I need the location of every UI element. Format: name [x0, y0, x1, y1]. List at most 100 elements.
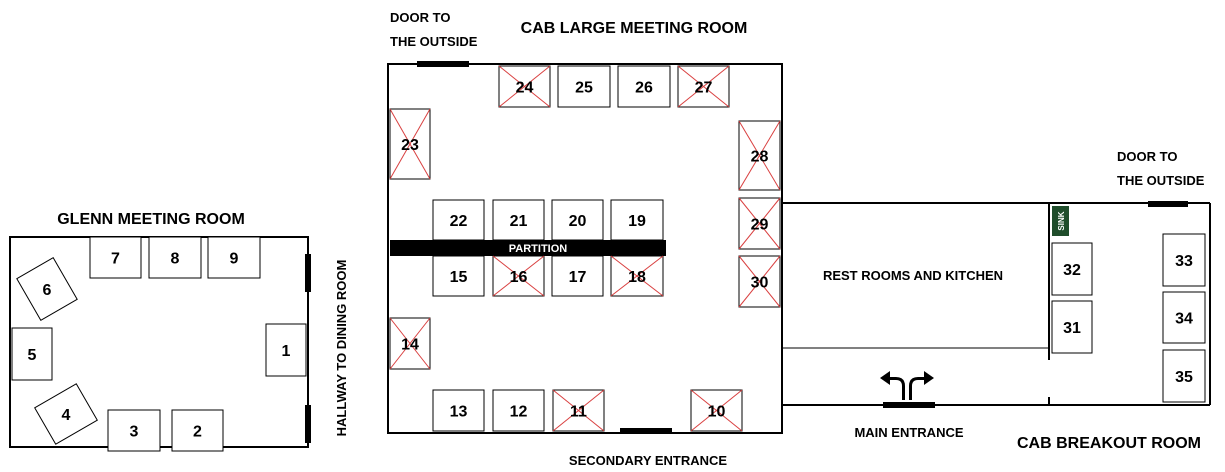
cab-large-room-walls [387, 63, 783, 434]
table-number: 1 [282, 343, 291, 360]
rest-rooms-kitchen-label: REST ROOMS AND KITCHEN [823, 268, 1003, 283]
table-number: 14 [401, 337, 419, 354]
table-19[interactable]: 19 [610, 199, 664, 241]
table-number: 24 [516, 80, 534, 97]
table-box [492, 199, 545, 241]
table-14[interactable]: 14 [389, 317, 431, 370]
table-10[interactable]: 10 [690, 389, 743, 432]
table-box [11, 327, 53, 381]
door-outside-left-label-line1: DOOR TO [390, 10, 450, 25]
table-number: 23 [401, 137, 419, 154]
table-number: 6 [43, 282, 52, 299]
table-1[interactable]: 1 [265, 323, 307, 377]
table-24[interactable]: 24 [498, 65, 551, 108]
hallway-label: HALLWAY TO DINING ROOM [334, 260, 349, 437]
door-outside-right-label-line2: THE OUTSIDE [1117, 173, 1205, 188]
table-5[interactable]: 5 [11, 327, 53, 381]
table-number: 29 [751, 217, 769, 234]
table-number: 7 [111, 251, 120, 268]
table-number: 33 [1175, 253, 1193, 270]
table-number: 4 [62, 407, 71, 424]
unavailable-x-mark [738, 120, 781, 191]
table-number: 26 [635, 80, 653, 97]
door-outside-right-label-line1: DOOR TO [1117, 149, 1177, 164]
split-arrow-icon [880, 371, 934, 400]
table-13[interactable]: 13 [432, 389, 485, 432]
table-21[interactable]: 21 [492, 199, 545, 241]
table-31[interactable]: 31 [1051, 300, 1093, 354]
unavailable-x-mark [610, 255, 664, 297]
table-9[interactable]: 9 [207, 236, 261, 279]
table-number: 9 [230, 251, 239, 268]
table-26[interactable]: 26 [617, 65, 671, 108]
table-number: 18 [628, 269, 646, 286]
unavailable-x-mark [492, 255, 545, 297]
table-number: 8 [171, 251, 180, 268]
table-box [492, 389, 545, 432]
table-number: 28 [751, 149, 769, 166]
table-number: 10 [708, 404, 726, 421]
table-number: 30 [751, 275, 769, 292]
table-box [265, 323, 307, 377]
table-18[interactable]: 18 [610, 255, 664, 297]
table-box [551, 199, 604, 241]
table-27[interactable]: 27 [677, 65, 730, 108]
unavailable-x-mark [738, 255, 781, 308]
table-29[interactable]: 29 [738, 197, 781, 250]
table-number: 16 [510, 269, 528, 286]
table-number: 19 [628, 213, 646, 230]
table-35[interactable]: 35 [1162, 349, 1206, 403]
unavailable-x-mark [389, 317, 431, 370]
table-box [551, 255, 604, 297]
cab-breakout-room-title: CAB BREAKOUT ROOM [1017, 435, 1201, 452]
table-34[interactable]: 34 [1162, 291, 1206, 344]
sink-label: SINK [1057, 211, 1066, 230]
table-2[interactable]: 2 [171, 409, 224, 452]
table-4[interactable]: 4 [34, 383, 98, 445]
sink-box [1052, 206, 1069, 236]
table-3[interactable]: 3 [107, 409, 161, 452]
unavailable-x-mark [389, 108, 431, 180]
table-16[interactable]: 16 [492, 255, 545, 297]
table-number: 17 [569, 269, 587, 286]
table-box [171, 409, 224, 452]
table-box [107, 409, 161, 452]
table-number: 21 [510, 213, 528, 230]
partition-label: PARTITION [509, 243, 568, 255]
table-number: 11 [570, 404, 587, 421]
table-number: 31 [1063, 320, 1081, 337]
table-25[interactable]: 25 [557, 65, 611, 108]
table-8[interactable]: 8 [148, 236, 202, 279]
table-number: 2 [193, 424, 202, 441]
table-33[interactable]: 33 [1162, 233, 1206, 287]
table-32[interactable]: 32 [1051, 242, 1093, 296]
table-box [432, 199, 485, 241]
table-box [610, 199, 664, 241]
unavailable-x-mark [498, 65, 551, 108]
cab-large-room-title: CAB LARGE MEETING ROOM [521, 20, 748, 37]
unavailable-x-mark [677, 65, 730, 108]
table-box [1051, 242, 1093, 296]
table-23[interactable]: 23 [389, 108, 431, 180]
table-11[interactable]: 11 [552, 389, 605, 432]
room-labels: CAB LARGE MEETING ROOM GLENN MEETING ROO… [57, 20, 1201, 452]
table-12[interactable]: 12 [492, 389, 545, 432]
table-number: 5 [28, 347, 37, 364]
glenn-room-title: GLENN MEETING ROOM [57, 211, 245, 228]
table-17[interactable]: 17 [551, 255, 604, 297]
table-number: 13 [450, 404, 468, 421]
table-box [432, 389, 485, 432]
table-22[interactable]: 22 [432, 199, 485, 241]
table-28[interactable]: 28 [738, 120, 781, 191]
table-number: 22 [450, 213, 468, 230]
door-labels: DOOR TO THE OUTSIDE DOOR TO THE OUTSIDE … [334, 10, 1205, 468]
table-30[interactable]: 30 [738, 255, 781, 308]
main-entrance-label: MAIN ENTRANCE [854, 425, 963, 440]
unavailable-x-mark [738, 197, 781, 250]
table-7[interactable]: 7 [89, 236, 142, 279]
table-box [16, 257, 78, 321]
table-20[interactable]: 20 [551, 199, 604, 241]
partition: PARTITION [390, 240, 666, 256]
table-15[interactable]: 15 [432, 255, 485, 297]
table-6[interactable]: 6 [16, 257, 78, 321]
